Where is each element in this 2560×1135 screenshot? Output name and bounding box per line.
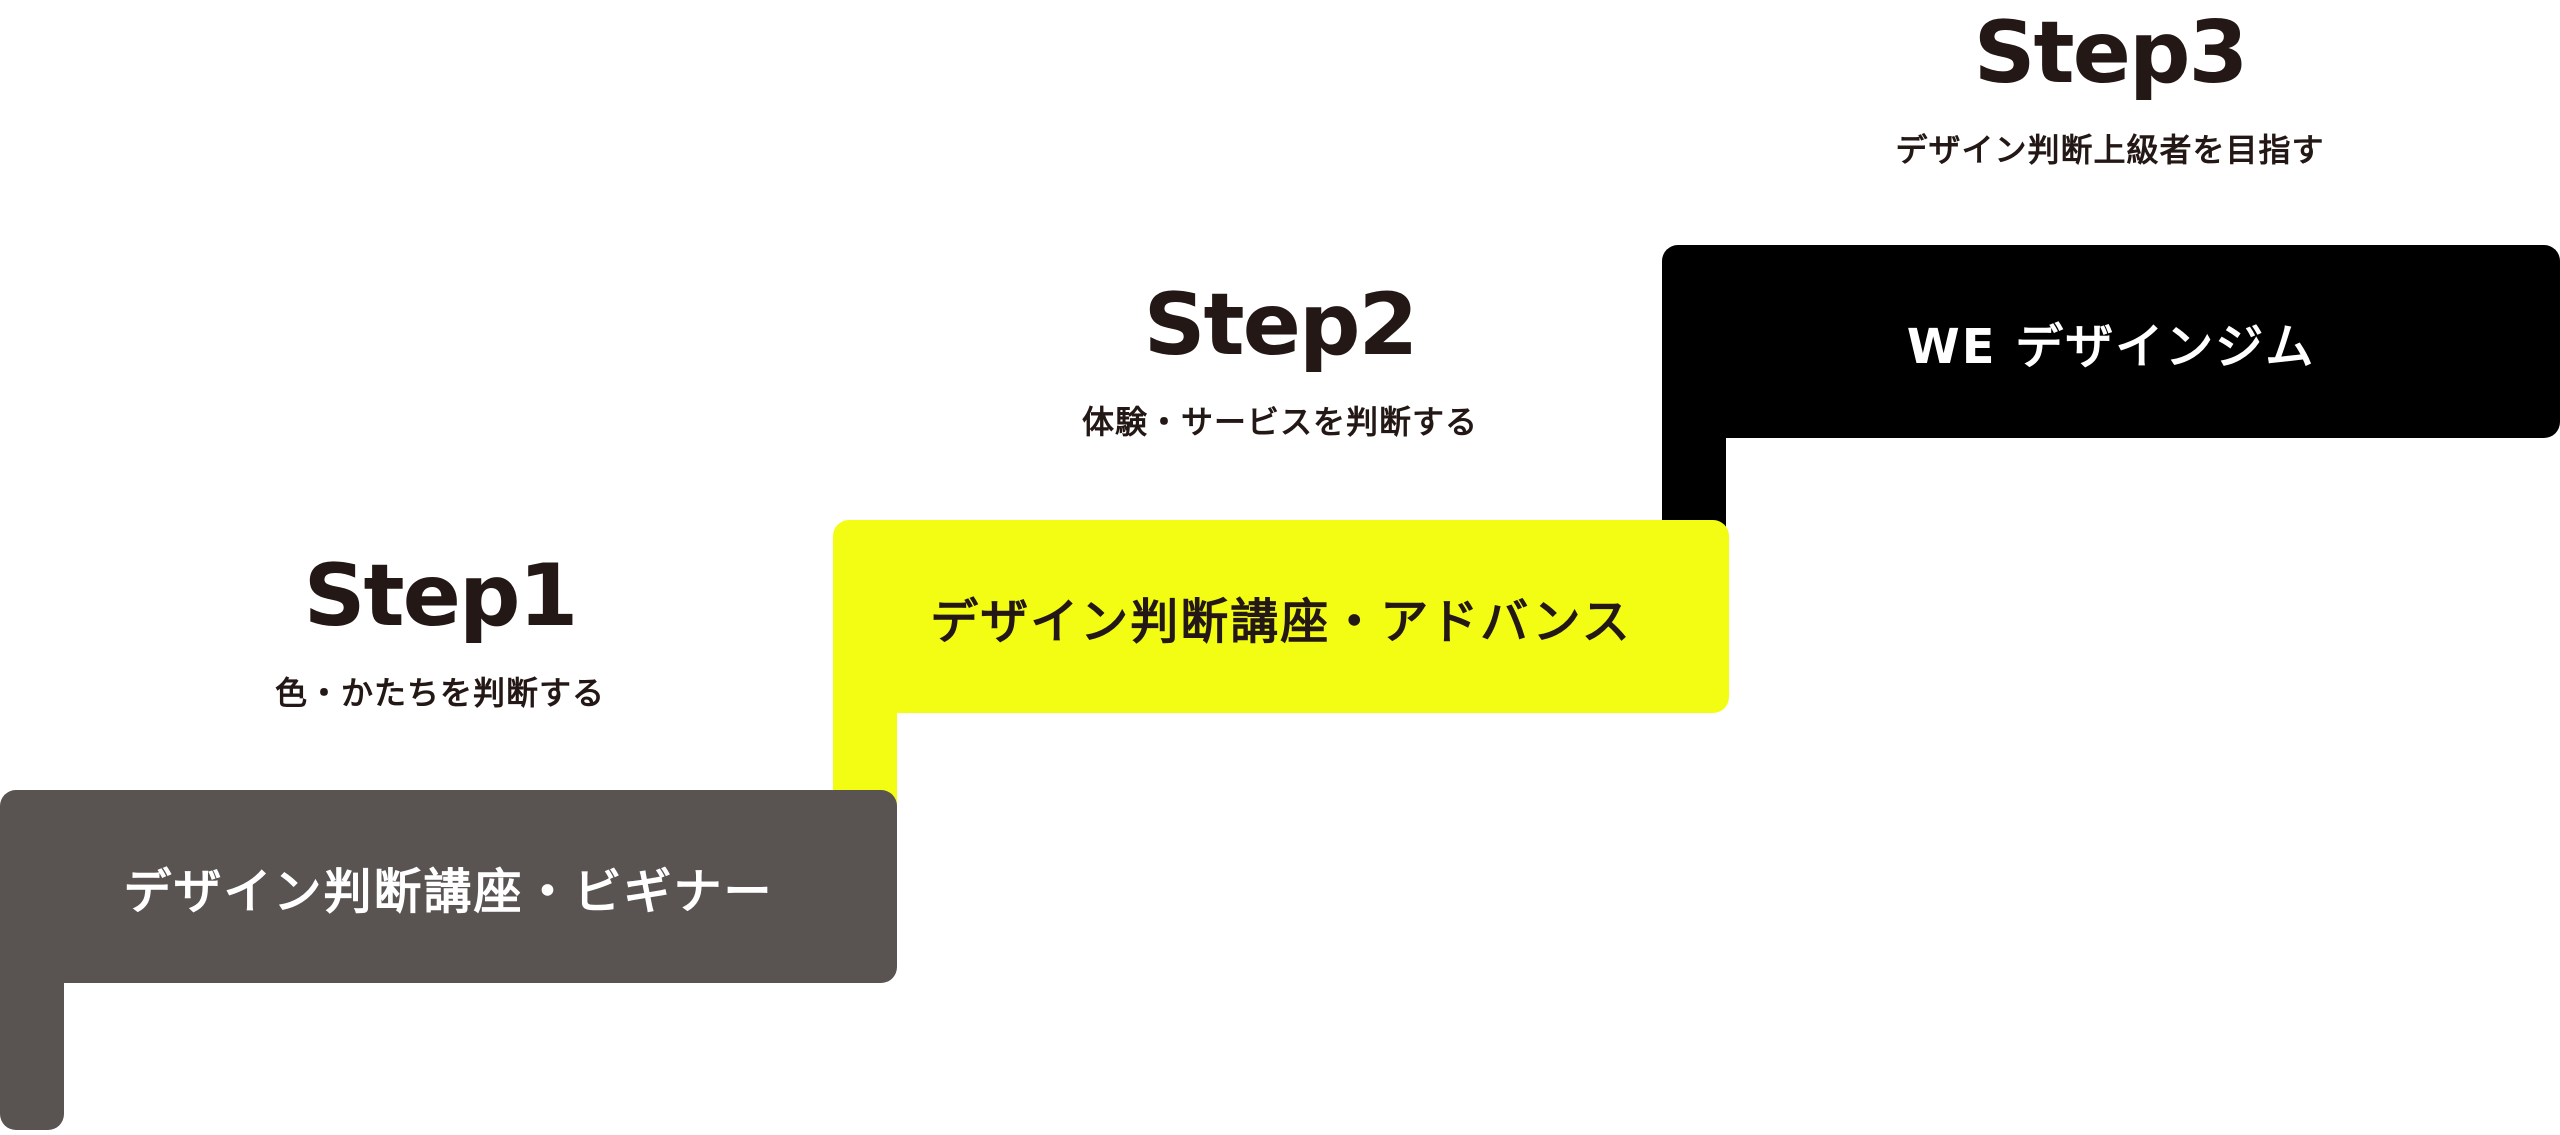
step3-course-label: WE デザインジム	[1906, 318, 2316, 375]
step3-description: デザイン判断上級者を目指す	[1895, 131, 2325, 169]
step1-heading: Step1 色・かたちを判断する	[190, 553, 690, 709]
step2-description: 体験・サービスを判断する	[1081, 403, 1478, 441]
step3-title: Step3	[1973, 3, 2249, 103]
step1-description: 色・かたちを判断する	[274, 674, 605, 712]
step1-course-label: デザイン判断講座・ビギナー	[123, 863, 774, 920]
step1-title: Step1	[303, 546, 579, 646]
step2-heading: Step2 体験・サービスを判断する	[980, 282, 1580, 438]
step1-course-bar: デザイン判断講座・ビギナー	[0, 790, 897, 983]
step2-course-label: デザイン判断講座・アドバンス	[930, 593, 1632, 650]
step2-course-bar: デザイン判断講座・アドバンス	[833, 520, 1729, 713]
step2-title: Step2	[1143, 275, 1419, 375]
step3-course-bar: WE デザインジム	[1662, 245, 2560, 438]
step3-heading: Step3 デザイン判断上級者を目指す	[1810, 10, 2410, 166]
